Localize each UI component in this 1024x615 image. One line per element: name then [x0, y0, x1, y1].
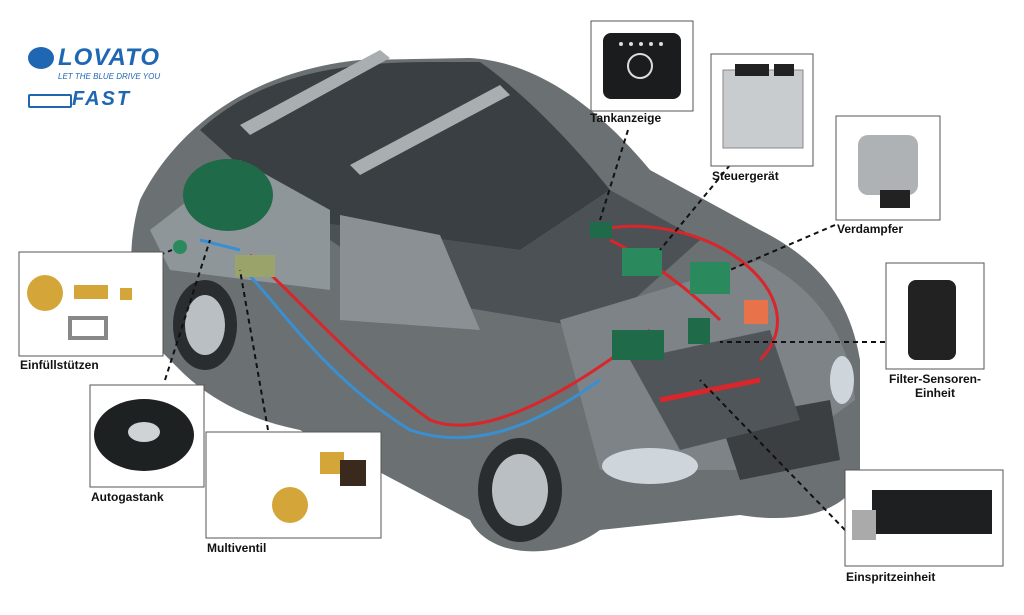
label-tankanzeige: Tankanzeige [590, 111, 662, 125]
filter-on-car [688, 318, 710, 344]
car-illustration [131, 50, 861, 552]
label-einfuellstuetzen: Einfüllstützen [20, 358, 99, 372]
vaporizer-on-car [690, 262, 730, 294]
product-logo-mark [28, 94, 72, 108]
label-einspritzeinheit: Einspritzeinheit [846, 570, 936, 584]
multivalve-on-car [235, 255, 275, 277]
label-autogastank: Autogastank [91, 490, 164, 504]
filler-on-car [173, 240, 187, 254]
photo-boxes [18, 20, 1004, 567]
product-name: FAST [72, 88, 132, 110]
ecu-on-car [622, 248, 662, 276]
sensor-on-car [744, 300, 768, 324]
installed-components [173, 159, 768, 360]
brand-tagline: LET THE BLUE DRIVE YOU [58, 72, 161, 81]
lovato-logo: LOVATO LET THE BLUE DRIVE YOU FAST [28, 44, 168, 116]
gauge-on-car [590, 222, 612, 238]
gas-lines [199, 224, 779, 440]
label-multiventil: Multiventil [207, 541, 267, 555]
gas-tank-on-car [183, 159, 273, 231]
label-steuergeraet: Steuergerät [712, 169, 779, 183]
label-verdampfer: Verdampfer [837, 222, 904, 236]
brand-name: LOVATO [58, 44, 160, 71]
label-filter-sensoren: Filter-Sensoren- Einheit [888, 372, 981, 400]
injector-on-car [612, 330, 664, 360]
lovato-logo-mark [28, 47, 54, 69]
